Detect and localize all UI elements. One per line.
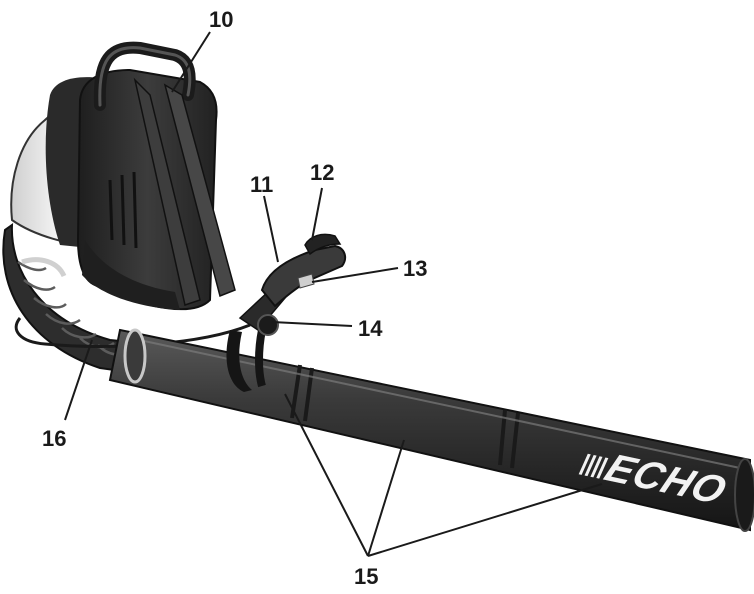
shoulder-strap-right	[163, 83, 236, 298]
tube-clamp	[226, 330, 252, 392]
callout-13: 13	[403, 256, 427, 281]
callout-14: 14	[358, 316, 383, 341]
callout-labels: 10 11 12 13 14 15 16	[42, 7, 427, 589]
callout-15: 15	[354, 564, 378, 589]
callout-11: 11	[250, 172, 273, 197]
tube-ring	[123, 328, 147, 384]
callout-10: 10	[209, 7, 233, 32]
backpack-unit	[10, 41, 236, 311]
throttle-handle-assembly	[226, 233, 347, 392]
frame-grille	[108, 171, 138, 249]
adjust-knob	[257, 314, 279, 336]
callout-12: 12	[310, 160, 334, 185]
shoulder-strap-left	[133, 77, 201, 306]
callout-16: 16	[42, 426, 66, 451]
nozzle-end	[734, 458, 754, 532]
blower-tube	[108, 328, 754, 532]
throttle-cable	[14, 317, 251, 348]
lower-housing	[82, 240, 180, 310]
leader-lines	[64, 31, 603, 557]
hose-clamp	[21, 257, 67, 278]
stop-switch	[297, 273, 315, 289]
